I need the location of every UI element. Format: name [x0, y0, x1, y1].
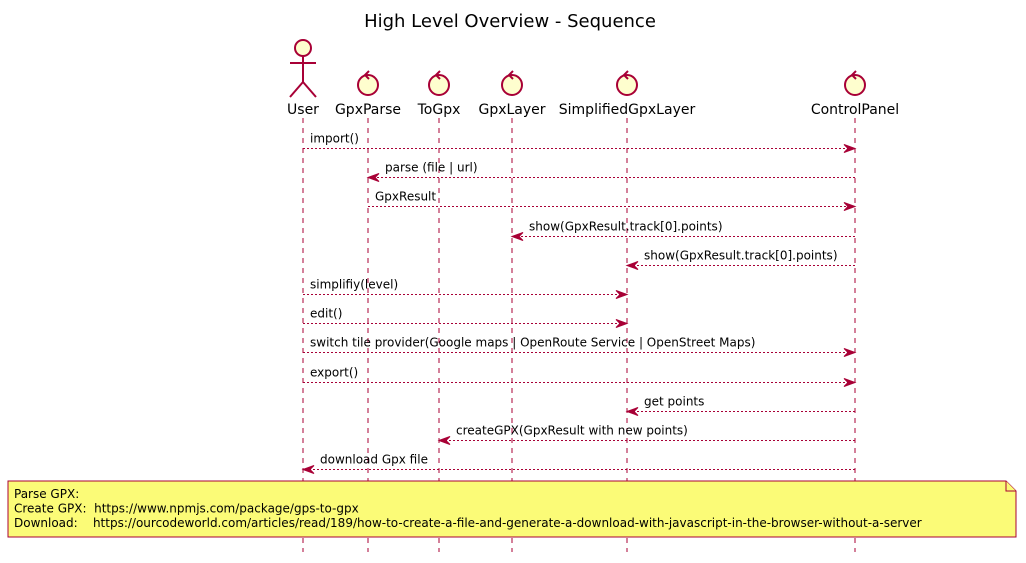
participant-label: GpxParse	[335, 102, 401, 118]
message-7: edit()	[303, 307, 629, 328]
messages: import() parse (file | url) GpxResult show(…	[301, 132, 857, 474]
participant-user: User	[287, 39, 319, 118]
arrowhead-icon	[625, 261, 639, 270]
message-label: show(GpxResult.track[0].points)	[644, 249, 838, 263]
participant-togpx: ToGpx	[417, 70, 461, 118]
note-line: Create GPX: https://www.npmjs.com/packag…	[14, 502, 359, 516]
participant-controlpanel: ControlPanel	[811, 70, 899, 118]
message-2: parse (file | url)	[366, 161, 855, 182]
message-label: get points	[644, 395, 704, 409]
note-fold-icon	[1005, 481, 1016, 492]
actor-icon	[289, 39, 317, 98]
arrowhead-icon	[843, 144, 857, 153]
message-11: createGPX(GpxResult with new points)	[437, 424, 855, 445]
message-12: download Gpx file	[301, 453, 855, 474]
arrowhead-icon	[843, 348, 857, 357]
message-3: GpxResult	[368, 190, 857, 211]
message-6: simplifiy(level)	[303, 278, 629, 299]
note-line: Download: https://ourcodeworld.com/artic…	[14, 516, 922, 530]
arrowhead-icon	[366, 173, 380, 182]
control-icon	[501, 70, 523, 96]
control-icon	[357, 70, 379, 96]
arrowhead-icon	[615, 319, 629, 328]
arrowhead-icon	[437, 436, 451, 445]
message-1: import()	[303, 132, 857, 153]
participant-gpxlayer: GpxLayer	[478, 70, 546, 118]
participant-heads: User GpxParse ToGpx GpxLayer SimplifiedGpxLa…	[287, 39, 899, 118]
arrowhead-icon	[843, 378, 857, 387]
message-label: import()	[310, 132, 359, 146]
control-icon	[616, 70, 638, 96]
message-label: simplifiy(level)	[310, 278, 398, 292]
message-label: show(GpxResult.track[0].points)	[529, 220, 723, 234]
participant-label: ControlPanel	[811, 102, 899, 118]
participant-label: SimplifiedGpxLayer	[559, 102, 696, 118]
participant-simplified: SimplifiedGpxLayer	[559, 70, 696, 118]
arrowhead-icon	[510, 232, 524, 241]
message-label: parse (file | url)	[385, 161, 478, 175]
control-icon	[844, 70, 866, 96]
message-9: export()	[303, 366, 857, 387]
message-label: GpxResult	[375, 190, 436, 204]
message-4: show(GpxResult.track[0].points)	[510, 220, 855, 241]
arrowhead-icon	[301, 465, 315, 474]
participant-label: User	[287, 102, 319, 118]
participant-label: GpxLayer	[478, 102, 545, 118]
arrowhead-icon	[615, 290, 629, 299]
arrowhead-icon	[843, 202, 857, 211]
message-label: createGPX(GpxResult with new points)	[456, 424, 688, 438]
message-label: switch tile provider(Google maps | OpenR…	[310, 336, 755, 350]
lifelines	[302, 118, 856, 552]
message-10: get points	[625, 395, 855, 416]
message-label: export()	[310, 366, 358, 380]
note: Parse GPX:Create GPX: https://www.npmjs.…	[7, 480, 1017, 538]
note-line: Parse GPX:	[14, 487, 79, 501]
message-5: show(GpxResult.track[0].points)	[625, 249, 855, 270]
message-label: edit()	[310, 307, 342, 321]
participant-label: ToGpx	[417, 102, 461, 118]
note-box	[7, 480, 1017, 538]
arrowhead-icon	[625, 407, 639, 416]
message-8: switch tile provider(Google maps | OpenR…	[303, 336, 857, 357]
control-icon	[428, 70, 450, 96]
message-label: download Gpx file	[320, 453, 428, 467]
participant-gpxparse: GpxParse	[335, 70, 401, 118]
diagram-title: High Level Overview - Sequence	[364, 11, 656, 32]
